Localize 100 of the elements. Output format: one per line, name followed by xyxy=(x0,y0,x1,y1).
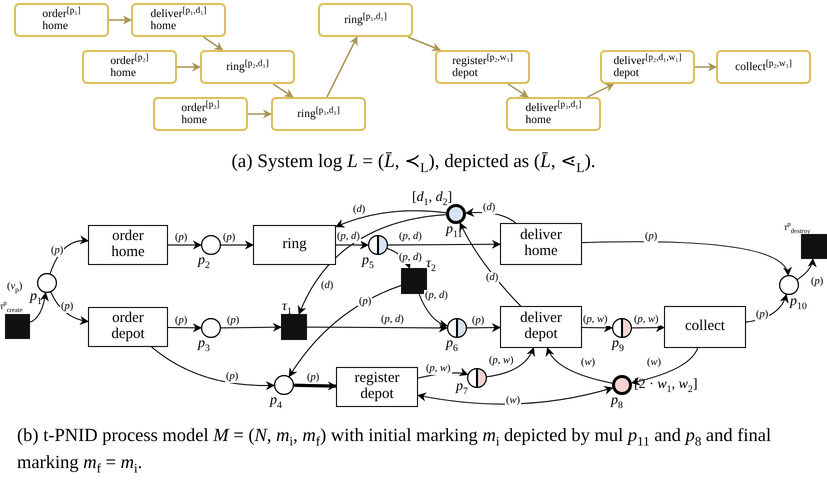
box-label: register$^{[p₂,w₁]}$ depot xyxy=(452,54,513,80)
edge-label: (d) xyxy=(482,202,496,214)
box-label: deliver$^{[p₁,d₁]}$ home xyxy=(150,8,206,32)
caption: (b) t-PNID process model M = (N, m$_{i}$, m$_{f}$) with initial marking m$_{i}$ depicted by mul p$_{11}$ and p$_{8}$ and final marking m$_{f}$ = m$_{i}$. xyxy=(17,425,772,478)
event-box xyxy=(131,3,226,37)
arrow xyxy=(466,323,501,332)
box-label: deliver depot xyxy=(520,311,562,343)
edge-label: (p) xyxy=(222,232,236,244)
place-circle xyxy=(201,235,221,255)
place-label: p$_{5}$ xyxy=(362,253,374,272)
place-label: p$_{10}$ xyxy=(790,294,807,313)
place-circle xyxy=(37,273,57,293)
arrow xyxy=(177,62,201,72)
box-label: collect xyxy=(685,319,725,335)
transition-box xyxy=(88,307,168,347)
place-label: p$_{2}$ xyxy=(198,253,210,272)
arrow xyxy=(508,83,529,98)
transition-box xyxy=(500,306,582,348)
edge-label: (p) xyxy=(471,315,486,327)
edge-label: (w) xyxy=(580,357,596,369)
edge-label: (p, d) xyxy=(336,231,361,243)
edge-label: (p) xyxy=(358,296,372,308)
box-label: deliver$^{[p₂,d₁,w₁]}$ depot xyxy=(613,54,682,80)
box-label: ring$^{[p₃,d₁]}$ xyxy=(297,108,340,120)
event-box xyxy=(600,50,695,84)
place-circle xyxy=(467,368,487,388)
place-label: p$_{7}$ xyxy=(456,379,468,398)
box-label: order depot xyxy=(111,311,145,343)
arrow xyxy=(248,110,272,118)
edge-label: (p, d) xyxy=(398,231,423,243)
place-circle xyxy=(447,318,467,338)
place-label: p$_{8}$ xyxy=(611,393,623,412)
transition-label: τ$_{1}$ xyxy=(282,299,292,318)
edge-label: (p) xyxy=(174,315,188,327)
arrow xyxy=(326,36,358,98)
arrow xyxy=(298,214,447,315)
silent-transition-square xyxy=(401,268,427,294)
arrow xyxy=(388,240,501,249)
edge-label: (d) xyxy=(485,272,500,284)
place-label: p$_{6}$ xyxy=(446,336,458,355)
arrow xyxy=(151,346,275,390)
transition-box xyxy=(664,306,746,348)
edge-label: (p) xyxy=(306,372,320,384)
arrow xyxy=(335,210,447,228)
arrow xyxy=(220,322,282,332)
event-box xyxy=(271,97,366,131)
edge-label: (d) xyxy=(320,280,334,292)
arrow xyxy=(465,208,516,224)
place-circle xyxy=(612,375,632,395)
transition-label: τ$_{2}$ xyxy=(426,256,436,275)
place-circle xyxy=(368,235,388,255)
edge-label: (p) xyxy=(174,232,188,244)
box-label: ring$^{[p₁,d₁]}$ xyxy=(344,14,387,26)
arrow xyxy=(288,285,402,378)
arrow xyxy=(418,294,448,328)
arrow xyxy=(168,240,202,250)
box-label: ring$^{[p₂,d₁]}$ xyxy=(226,60,269,74)
arrow xyxy=(272,83,294,98)
box-label: order$^{[p₂]}$ home xyxy=(110,54,149,80)
place-circle xyxy=(446,204,466,224)
edge-label: (p) xyxy=(755,309,770,321)
arrow xyxy=(30,292,49,323)
edge-label: (p, d) xyxy=(380,314,405,326)
transition-box xyxy=(336,367,418,407)
arrow xyxy=(220,240,254,250)
event-box xyxy=(435,50,530,84)
arrow xyxy=(630,348,698,386)
edge-label: (ν$_{p}$) xyxy=(6,281,24,294)
edge-label: (w) xyxy=(646,357,662,369)
place-label: p$_{3}$ xyxy=(198,336,210,355)
arrow xyxy=(50,236,89,274)
silent-transition-square xyxy=(801,234,827,259)
arrow xyxy=(746,294,788,323)
place-circle xyxy=(274,375,294,395)
edge-label: (w) xyxy=(505,395,522,407)
arrow xyxy=(460,222,522,306)
silent-transition-square xyxy=(281,314,307,340)
marking-label: [d$_{1}$, d$_{2}$] xyxy=(412,190,452,209)
box-label: order$^{[p₃]}$ home xyxy=(181,102,220,126)
arrow xyxy=(546,347,613,384)
arrow xyxy=(486,347,535,378)
box-label: deliver$^{[p₃,d₁]}$ home xyxy=(526,102,582,126)
edge-label: (d) xyxy=(352,204,366,216)
arrow xyxy=(109,16,132,24)
arrow xyxy=(587,83,614,98)
arrow xyxy=(582,241,790,276)
edge-label: (p) xyxy=(50,245,64,257)
edge-label: (p) xyxy=(60,301,74,313)
box-label: collect$^{[p₂,w₁]}$ xyxy=(735,60,792,74)
event-box xyxy=(506,97,601,131)
place-circle xyxy=(779,275,799,295)
arrow xyxy=(417,386,614,405)
event-box xyxy=(200,50,295,84)
event-box xyxy=(716,50,811,84)
edge-label: (p) xyxy=(644,231,658,243)
edge-label: (p) xyxy=(226,315,240,327)
transition-box xyxy=(88,225,168,265)
place-label: p$_{4}$ xyxy=(270,393,282,412)
edge-label: (p, w) xyxy=(425,363,452,375)
edge-label: (p) xyxy=(225,371,240,383)
